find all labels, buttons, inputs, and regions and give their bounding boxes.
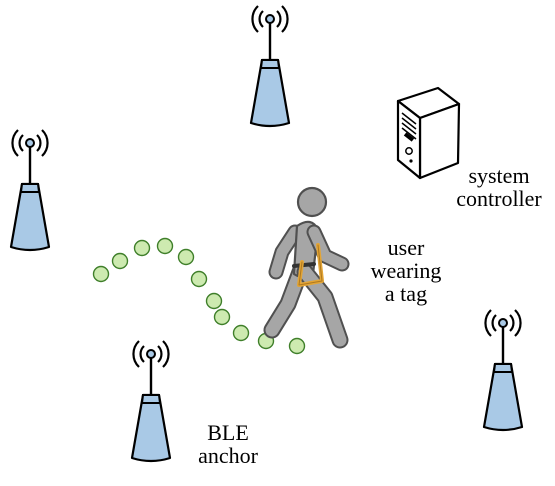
position-trail-dot [213, 308, 231, 326]
position-trail-dot [190, 270, 208, 288]
ble-anchor-icon [9, 128, 51, 252]
system-controller-label: system controller [443, 164, 555, 210]
label-line: a tag [384, 281, 428, 306]
label-line: controller [456, 186, 542, 211]
position-trail-dot [232, 324, 250, 342]
label-line: anchor [198, 443, 258, 468]
position-trail-dot [92, 265, 110, 283]
position-trail [92, 237, 306, 355]
position-trail-dot [177, 248, 195, 266]
position-trail-dot [111, 252, 129, 270]
user-tag-label: user wearing a tag [356, 236, 456, 305]
label-line: system [468, 163, 530, 188]
position-trail-dot [156, 237, 174, 255]
position-trail-dot [133, 239, 151, 257]
label-line: BLE [207, 420, 249, 445]
label-line: user [387, 235, 425, 260]
walking-person-icon [263, 186, 350, 349]
ble-anchor-icon [249, 4, 291, 128]
ble-anchor-label: BLE anchor [178, 421, 278, 467]
position-trail-dot [288, 337, 306, 355]
ble-anchor-icon [130, 339, 172, 463]
label-line: wearing [370, 258, 442, 283]
ble-anchor-icon [482, 308, 524, 432]
position-trail-dot [205, 292, 223, 310]
server-tower-icon [396, 86, 461, 180]
